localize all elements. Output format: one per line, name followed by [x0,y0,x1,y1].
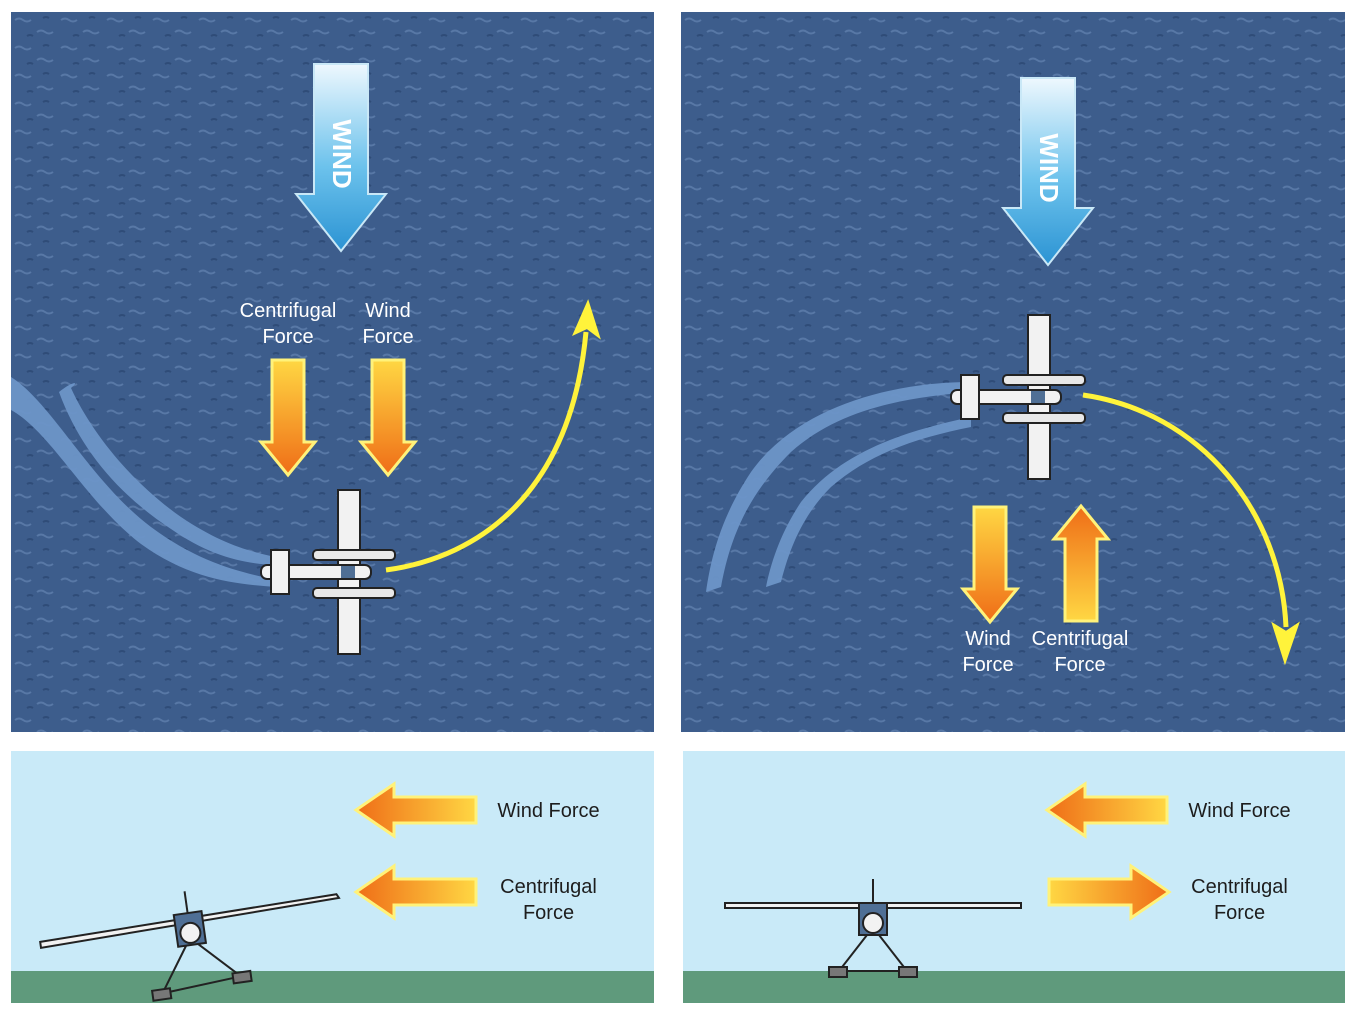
seaplane-front-view-level [724,879,1022,978]
wake-trail [11,377,276,587]
centrifugal-force-arrow [257,358,319,478]
turn-path [385,331,589,573]
bottom-left-panel: Wind Force Centrifugal Force [11,751,654,1003]
centrifugal-force-arrow [1050,503,1112,623]
wind-force-label: Wind Force [497,800,600,822]
sky-background [11,751,654,1003]
wind-force-arrow [959,505,1021,625]
wake-trail [706,382,971,592]
wind-force-arrow [357,358,419,478]
centrifugal-force-arrow [1047,863,1172,921]
seaplane-top-view [260,489,396,655]
wind-arrow-label: WIND [327,119,357,188]
water-background [681,12,1345,732]
centrifugal-force-label: Centrifugal Force [239,300,337,348]
turn-path-arrowhead [572,299,601,340]
ground [683,971,1345,1003]
ground [11,971,654,1003]
wind-force-label: Wind Force [1188,800,1291,822]
centrifugal-force-label: Centrifugal Force [500,876,597,924]
bottom-right-panel: Wind Force Centrifugal Force [683,751,1345,1003]
centrifugal-force-label: Centrifugal Force [1031,628,1129,676]
wind-arrow-label: WIND [1034,133,1064,202]
wind-arrow [1000,77,1096,267]
seaplane-front-view-banked [39,891,341,1002]
wind-force-arrow [353,781,478,839]
wind-force-arrow [1044,781,1169,839]
seaplane-top-view [950,314,1086,480]
wind-force-label: Wind Force [962,628,1014,676]
turn-path [1082,392,1289,628]
top-right-panel: WIND Wind Force Centrifugal Force [681,12,1345,732]
turn-path-arrowhead [1271,621,1300,666]
sky-background [683,751,1345,1003]
wind-force-label: Wind Force [362,300,414,348]
centrifugal-force-label: Centrifugal Force [1191,876,1288,924]
top-left-panel: WIND Centrifugal Force Wind Force [11,12,654,732]
centrifugal-force-arrow [353,863,478,921]
wind-arrow [293,63,389,253]
